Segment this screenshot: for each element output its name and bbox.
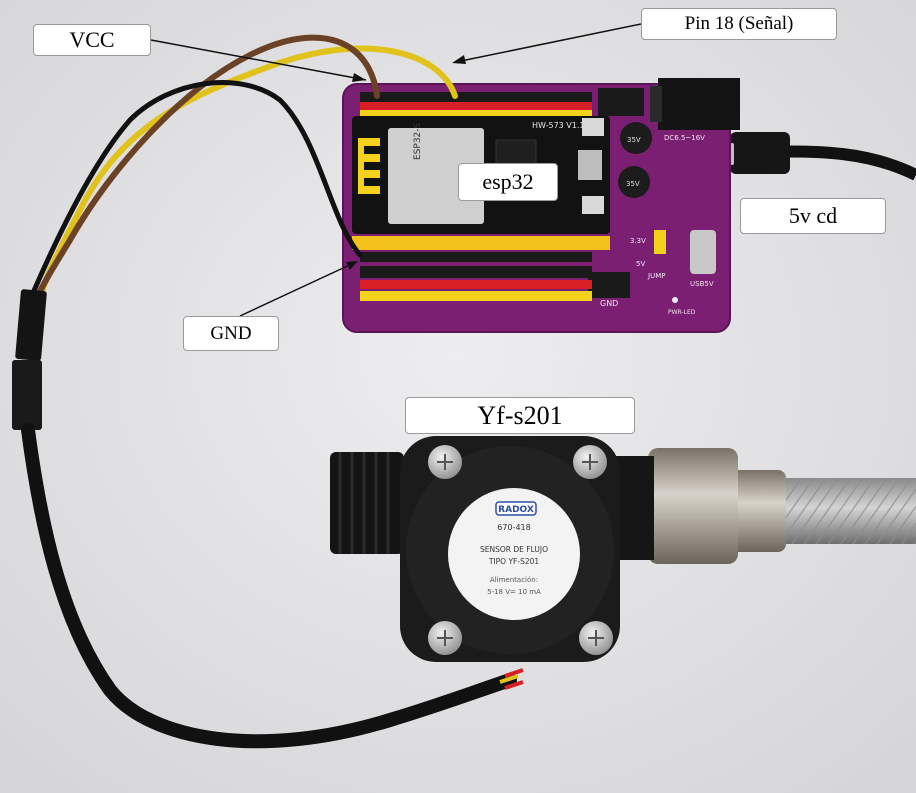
label-5v: 5V <box>636 260 645 268</box>
board-model-label: HW-573 V1.1 <box>532 121 585 130</box>
label-pwr-led: PWR-LED <box>668 309 696 316</box>
label-power: 5v cd <box>740 198 886 234</box>
sticker-line4: 5-18 V= 10 mA <box>487 588 541 596</box>
esp32-board: 35V 35V DC6.5~16V USB5V 3.3V 5V JUMP GND… <box>342 78 740 333</box>
wire-signal-yellow <box>37 45 458 303</box>
label-gnd: GND <box>183 316 279 351</box>
label-jump: JUMP <box>647 272 665 280</box>
capacitor <box>618 166 650 198</box>
usb5v-label: USB5V <box>690 280 714 288</box>
usb-c-port <box>690 230 716 274</box>
dc-jack <box>650 78 740 130</box>
jumper <box>654 230 666 254</box>
hex-nut <box>648 448 738 564</box>
wire-gnd-black <box>27 80 363 303</box>
sticker-code: 670-418 <box>497 523 530 532</box>
wire-vcc-brown <box>33 34 380 303</box>
sticker-brand: RADOX <box>498 505 534 515</box>
top-header-pins <box>360 92 592 118</box>
label-board-gnd: GND <box>600 299 618 308</box>
bottom-header-pins <box>352 236 610 301</box>
svg-text:35V: 35V <box>627 136 641 144</box>
svg-text:35V: 35V <box>626 180 640 188</box>
inlet-thread <box>330 452 404 554</box>
sensor-cable <box>12 289 524 749</box>
callout-arrows <box>150 23 642 317</box>
dc-input-label: DC6.5~16V <box>664 134 705 142</box>
sensor-sticker <box>448 488 580 620</box>
label-sensor: Yf-s201 <box>405 397 635 434</box>
flow-sensor: RADOX 670-418 SENSOR DE FLUJO TIPO YF-S2… <box>330 436 916 662</box>
label-vcc: VCC <box>33 24 151 56</box>
sticker-line2: TIPO YF-S201 <box>488 557 540 566</box>
module-label: ESP32-S <box>413 122 423 160</box>
label-pin18: Pin 18 (Señal) <box>641 8 837 40</box>
capacitor <box>620 122 652 154</box>
sticker-line1: SENSOR DE FLUJO <box>480 545 548 554</box>
sticker-line3: Alimentación: <box>490 576 538 584</box>
label-3v3: 3.3V <box>630 237 646 245</box>
label-esp32: esp32 <box>458 163 558 201</box>
